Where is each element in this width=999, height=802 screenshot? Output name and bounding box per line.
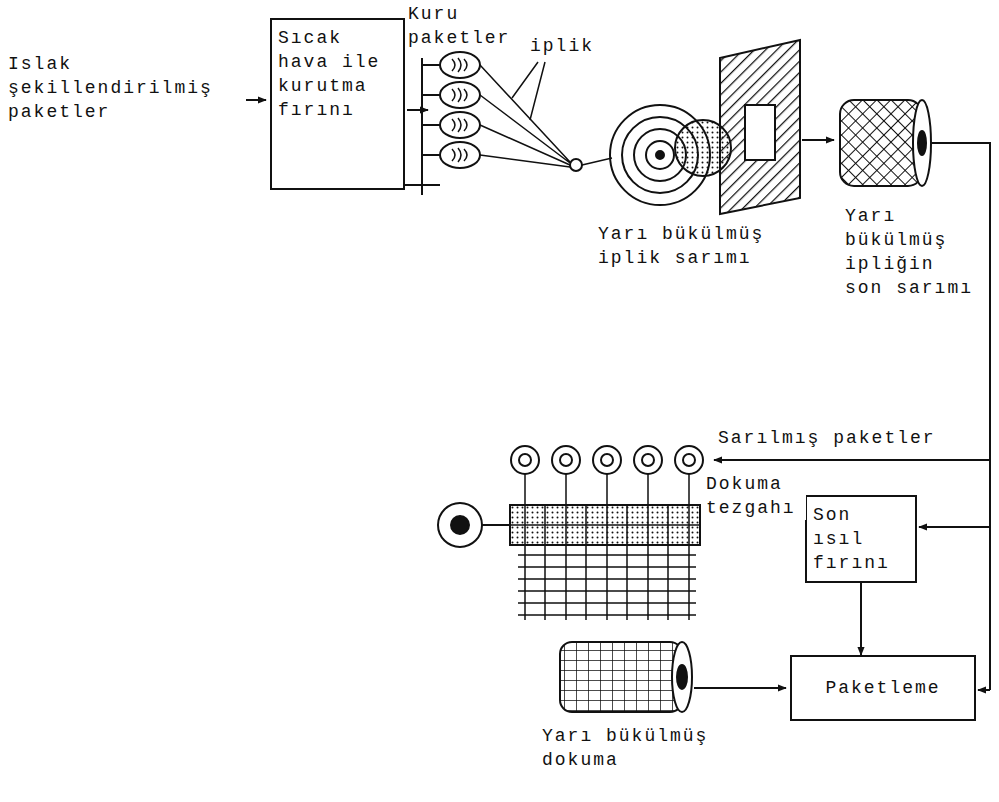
oven-box: Son ısıl fırını (805, 495, 917, 583)
part-label: Kuru paketler (406, 2, 526, 50)
machine-label: Dokuma tezgahı (704, 472, 806, 520)
oven-box: Sıcak hava ile kurutma fırını (270, 18, 405, 190)
flow-label: Sarılmış paketler (716, 426, 956, 450)
step-label: Yarı bükülmüş ipliğin son sarımı (843, 204, 985, 300)
box-text: Paketleme (798, 676, 968, 700)
product-label: Yarı bükülmüş dokuma (540, 724, 744, 772)
input-label: Islak şekillendirilmiş paketler (6, 52, 246, 124)
part-label: iplik (528, 34, 612, 58)
flow-arrow (860, 583, 862, 655)
process-box: Paketleme (790, 655, 976, 721)
step-label: Yarı bükülmüş iplik sarımı (596, 222, 790, 270)
box-text: Sıcak hava ile kurutma fırını (278, 26, 397, 122)
box-text: Son ısıl fırını (813, 503, 909, 575)
